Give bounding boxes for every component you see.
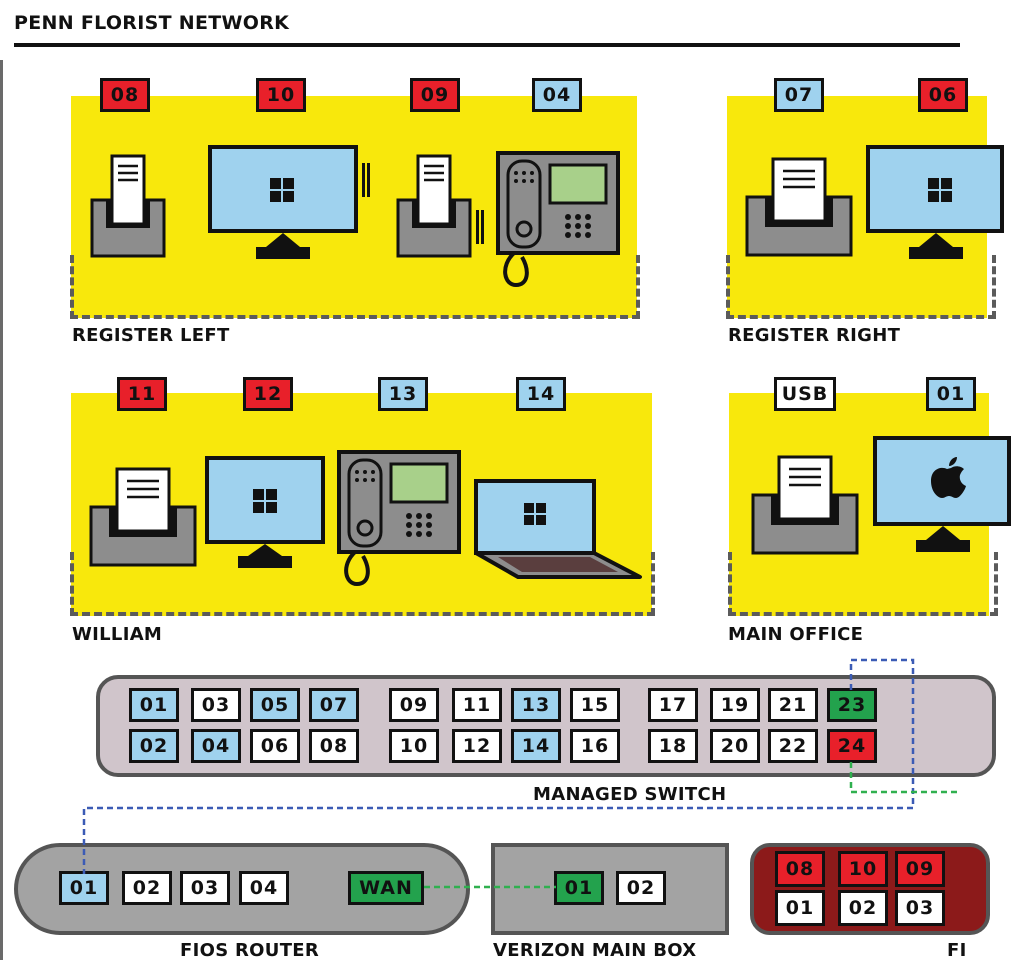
windows-monitor-icon	[205, 456, 325, 568]
area-label: REGISTER LEFT	[72, 325, 230, 346]
windows-laptop-icon	[474, 479, 642, 579]
desk-phone-icon	[496, 151, 620, 288]
router-label: FIOS ROUTER	[180, 940, 320, 961]
patch-panel-port: 10	[838, 851, 888, 887]
switch-port: 24	[827, 729, 877, 763]
title-divider	[14, 43, 960, 47]
device-tag: 04	[532, 78, 582, 112]
device-tag: 11	[117, 377, 167, 411]
router-port: 02	[122, 871, 172, 905]
receipt-printer-icon	[745, 157, 853, 257]
switch-port: 10	[389, 729, 439, 763]
network-diagram: PENN FLORIST NETWORK 08 10 09 04 REGISTE…	[0, 12, 1011, 961]
switch-port: 22	[768, 729, 818, 763]
windows-monitor-icon	[866, 145, 1004, 259]
patch-panel-port: 08	[775, 851, 825, 887]
patch-panel-port: 02	[838, 890, 888, 926]
switch-label: MANAGED SWITCH	[533, 784, 727, 805]
verizon-port: 02	[616, 871, 666, 905]
switch-port: 04	[191, 729, 241, 763]
router-port: 04	[239, 871, 289, 905]
zone-dashed-boundary	[70, 255, 640, 319]
switch-port: 16	[570, 729, 620, 763]
switch-port: 02	[129, 729, 179, 763]
switch-port: 14	[511, 729, 561, 763]
switch-port: 18	[648, 729, 698, 763]
switch-port: 07	[309, 688, 359, 722]
switch-port: 19	[710, 688, 760, 722]
switch-port: 05	[250, 688, 300, 722]
switch-port: 06	[250, 729, 300, 763]
switch-port: 01	[129, 688, 179, 722]
switch-port: 17	[648, 688, 698, 722]
switch-port: 21	[768, 688, 818, 722]
verizon-chassis	[491, 843, 729, 935]
switch-port: 15	[570, 688, 620, 722]
zone-dashed-boundary	[728, 552, 998, 616]
receipt-printer-icon	[396, 154, 484, 258]
blue-cable-switch-to-router	[82, 658, 915, 874]
area-label: WILLIAM	[72, 624, 163, 645]
receipt-printer-icon	[751, 455, 859, 555]
switch-port: 08	[309, 729, 359, 763]
patch-panel-port: 01	[775, 890, 825, 926]
device-tag: 01	[926, 377, 976, 411]
zone-dashed-boundary	[726, 255, 996, 319]
device-tag: USB	[774, 377, 836, 411]
windows-monitor-icon	[208, 145, 370, 259]
device-tag: 08	[100, 78, 150, 112]
zone-dashed-boundary	[70, 552, 655, 616]
patch-panel-label: FI	[947, 940, 967, 961]
switch-port: 20	[710, 729, 760, 763]
switch-port: 11	[452, 688, 502, 722]
device-tag: 14	[516, 377, 566, 411]
cable-layer	[82, 658, 960, 889]
switch-port: 03	[191, 688, 241, 722]
page-title: PENN FLORIST NETWORK	[14, 12, 290, 34]
device-tag: 07	[774, 78, 824, 112]
apple-monitor-icon	[873, 436, 1011, 552]
device-tag: 06	[918, 78, 968, 112]
device-tag: 12	[243, 377, 293, 411]
switch-port: 09	[389, 688, 439, 722]
router-wan-port: WAN	[348, 871, 424, 905]
receipt-printer-icon	[89, 467, 197, 567]
receipt-printer-icon	[90, 154, 166, 258]
area-label: MAIN OFFICE	[728, 624, 864, 645]
green-cable-switch-uplink	[849, 762, 960, 794]
verizon-label: VERIZON MAIN BOX	[493, 940, 697, 961]
router-port: 03	[180, 871, 230, 905]
switch-port: 13	[511, 688, 561, 722]
device-tag: 10	[256, 78, 306, 112]
device-tag: 09	[410, 78, 460, 112]
patch-panel-port: 03	[895, 890, 945, 926]
left-border	[0, 60, 3, 960]
patch-panel-port: 09	[895, 851, 945, 887]
switch-port: 12	[452, 729, 502, 763]
desk-phone-icon	[337, 450, 461, 587]
device-tag: 13	[378, 377, 428, 411]
area-label: REGISTER RIGHT	[728, 325, 901, 346]
